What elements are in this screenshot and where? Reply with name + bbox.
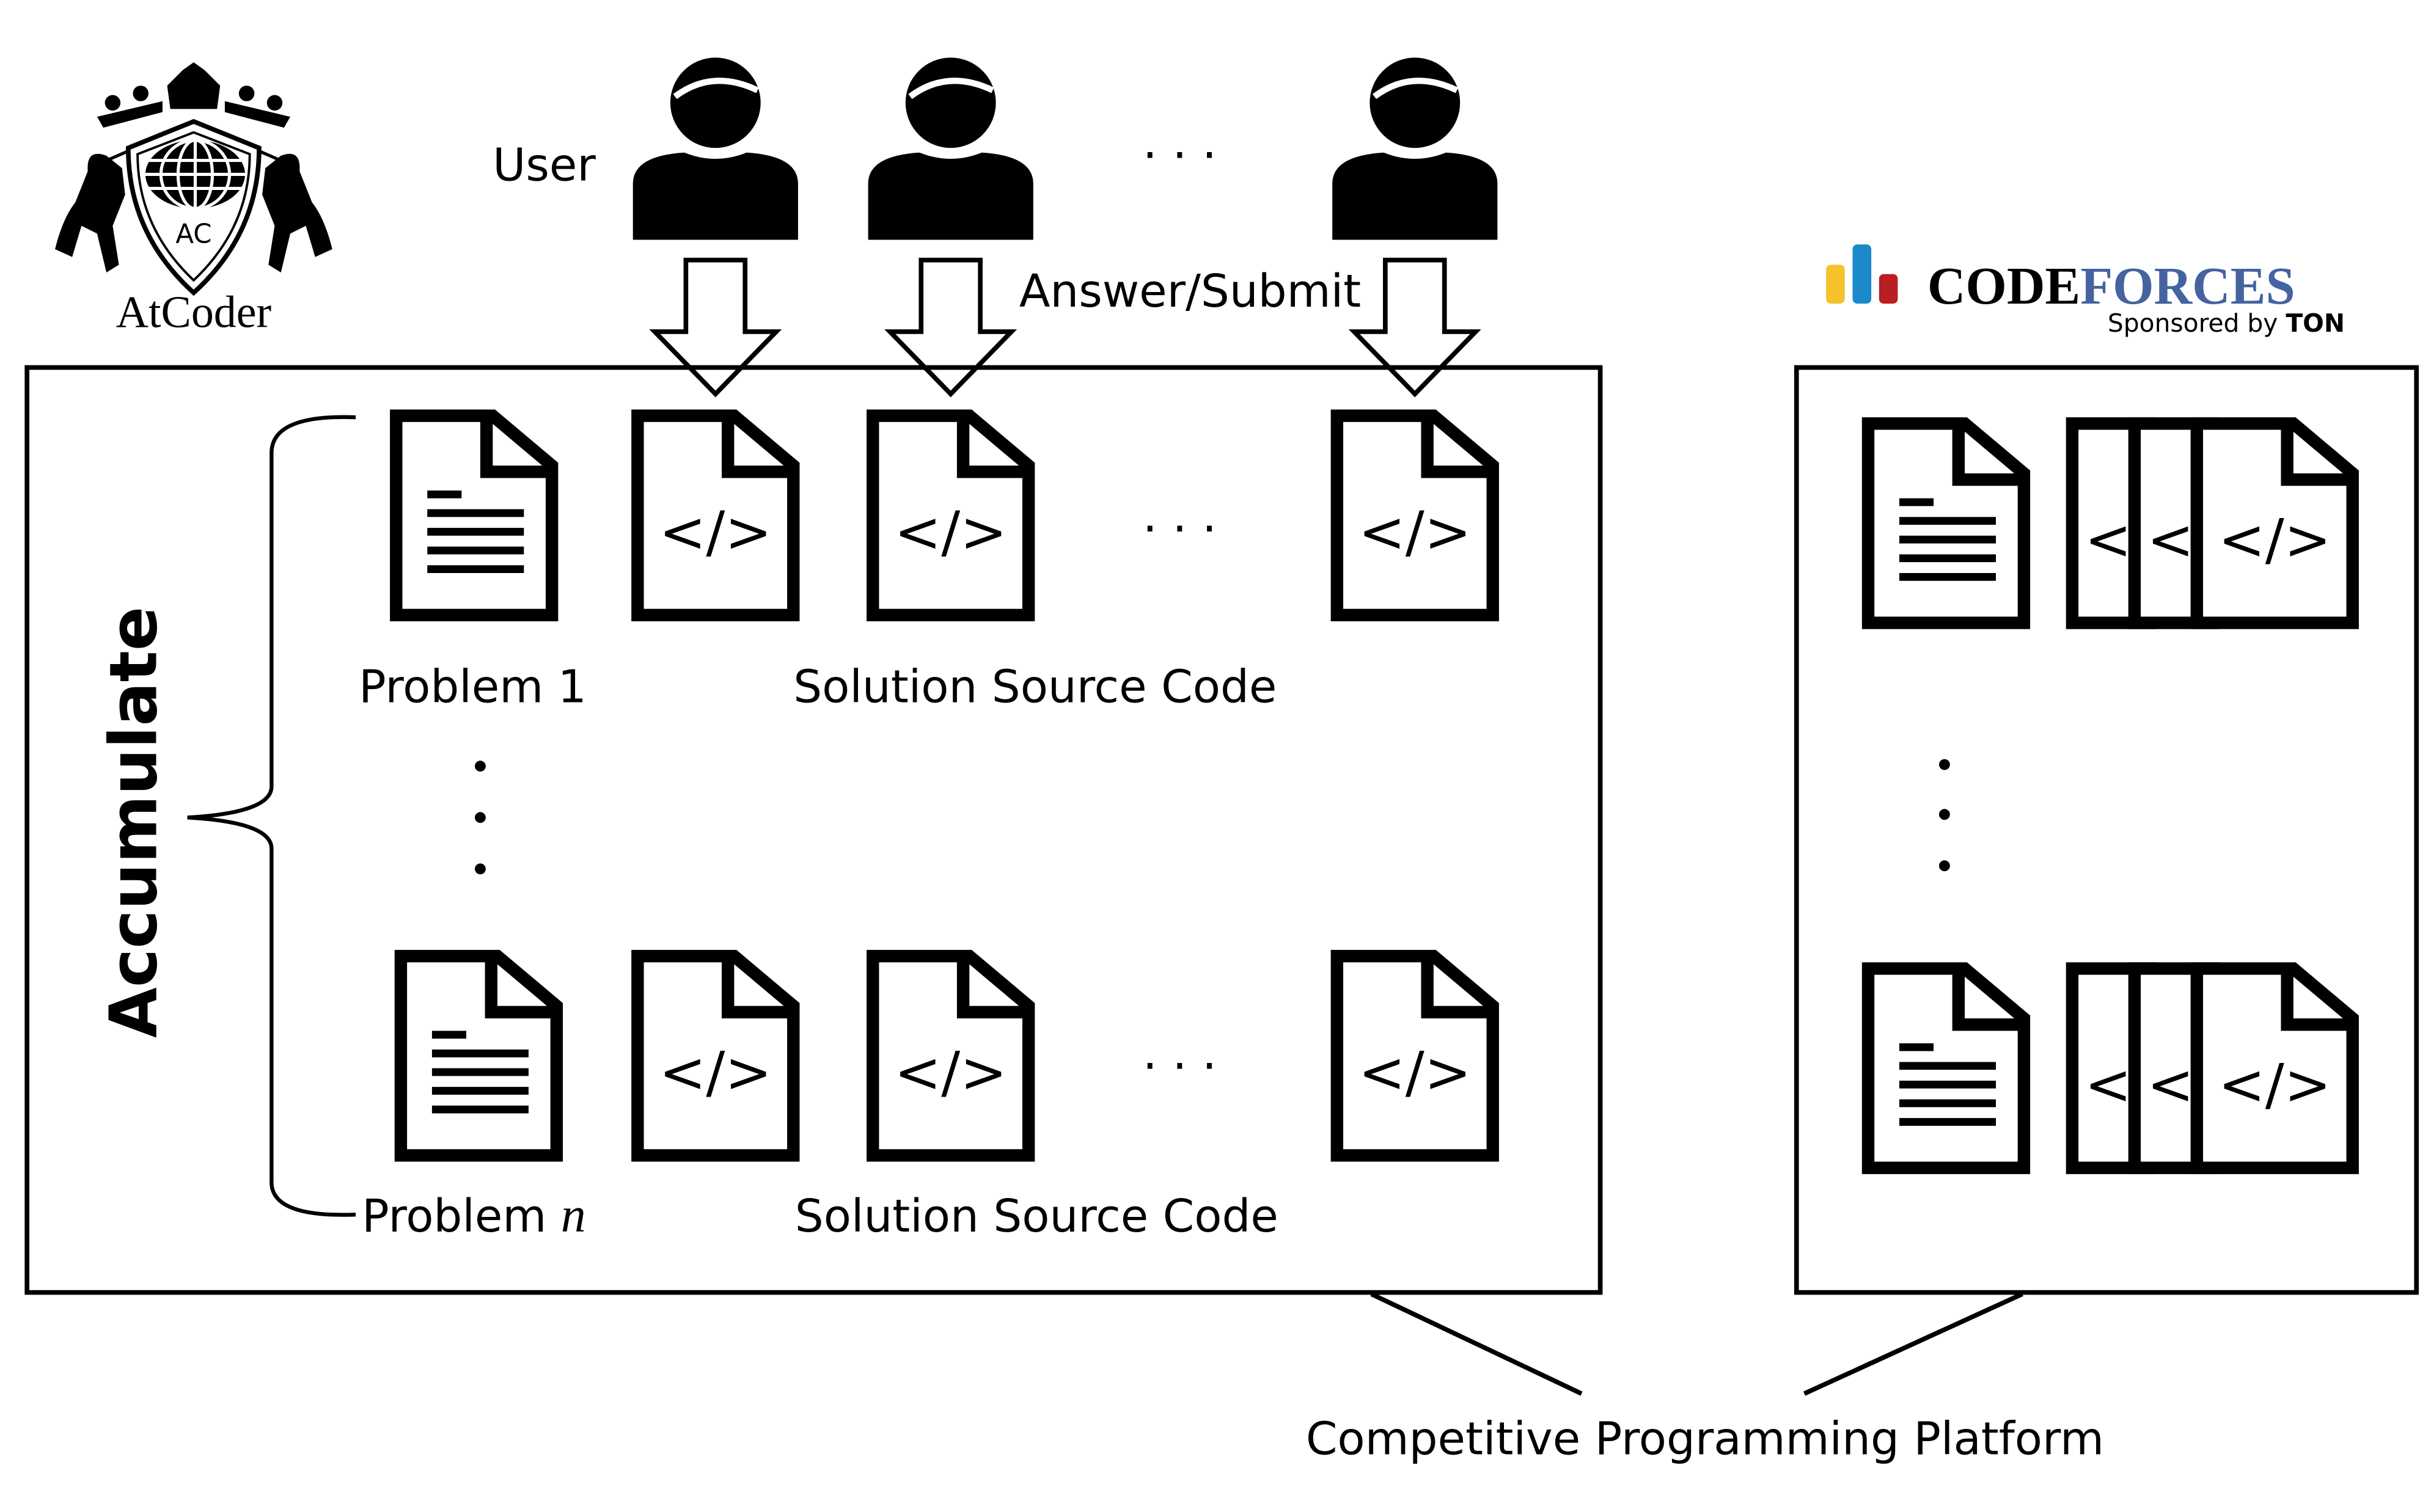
hollow-down-arrow-icon (654, 260, 776, 394)
vertical-ellipsis (1938, 759, 1950, 872)
code-document-icon: </> (1337, 416, 1493, 615)
atcoder-monogram: AC (175, 219, 211, 250)
hollow-down-arrow-icon (1354, 260, 1476, 394)
solution-source-code-label: Solution Source Code (795, 1190, 1278, 1243)
answer-submit-label: Answer/Submit (1019, 265, 1361, 318)
shield-icon (126, 119, 262, 296)
code-document-icon: </> (637, 956, 793, 1155)
platform-label: Competitive Programming Platform (1306, 1413, 2104, 1466)
user-label: User (493, 139, 596, 192)
svg-text:Sponsored by TON: Sponsored by TON (2108, 309, 2345, 338)
problem-document-icon (1868, 423, 2024, 623)
svg-text:<: < (2147, 1052, 2194, 1117)
connector-line (1803, 1291, 2023, 1396)
problem-1-label: Problem 1 (359, 661, 587, 714)
code-ellipsis: · · · (1143, 1039, 1217, 1094)
atcoder-wordmark: AtCoder (116, 287, 272, 337)
svg-text:</>: </> (894, 499, 1007, 564)
user-icon (868, 57, 1033, 239)
user-icon (1332, 57, 1497, 239)
svg-text:CODEFORCES: CODEFORCES (1927, 257, 2295, 315)
atcoder-logo: AC AtCoder (55, 62, 332, 337)
svg-text:</>: </> (2218, 507, 2331, 572)
vertical-ellipsis (474, 761, 486, 875)
accumulate-brace (187, 415, 356, 1217)
solution-source-code-label: Solution Source Code (793, 661, 1277, 714)
code-document-stack: < < </> (2066, 423, 2353, 629)
crown-icon (97, 62, 290, 128)
svg-text:</>: </> (659, 499, 772, 564)
svg-text:</>: </> (1358, 1040, 1472, 1105)
code-document-icon: </> (873, 956, 1028, 1155)
codeforces-platform-box (1794, 365, 2419, 1295)
user-icon (633, 57, 798, 239)
svg-text:</>: </> (659, 1040, 772, 1105)
unicorn-left-icon (55, 149, 129, 273)
problem-document-icon (396, 416, 552, 615)
accumulate-label: Accumulate (97, 607, 172, 1038)
hollow-down-arrow-icon (890, 260, 1011, 394)
svg-text:</>: </> (894, 1040, 1007, 1105)
unicorn-right-icon (258, 149, 332, 273)
code-document-icon: </> (873, 416, 1028, 615)
code-document-icon: </> (1337, 956, 1493, 1155)
svg-text:</>: </> (2218, 1052, 2331, 1117)
codeforces-logo: CODEFORCES Sponsored by TON (1826, 244, 2345, 338)
atcoder-platform-box (24, 365, 1603, 1295)
problem-document-icon (1868, 968, 2024, 1167)
svg-text:<: < (2084, 1052, 2132, 1117)
svg-text:</>: </> (1358, 499, 1472, 564)
svg-text:<: < (2084, 507, 2132, 572)
code-ellipsis: · · · (1143, 502, 1217, 557)
code-document-icon: </> (637, 416, 793, 615)
globe-icon (145, 138, 246, 211)
code-document-stack: < < </> (2066, 968, 2353, 1174)
connector-line (1370, 1291, 1583, 1396)
users-ellipsis: · · · (1143, 128, 1217, 183)
svg-text:<: < (2147, 507, 2194, 572)
problem-n-label: Problem n (362, 1187, 585, 1243)
problem-document-icon (401, 956, 557, 1155)
